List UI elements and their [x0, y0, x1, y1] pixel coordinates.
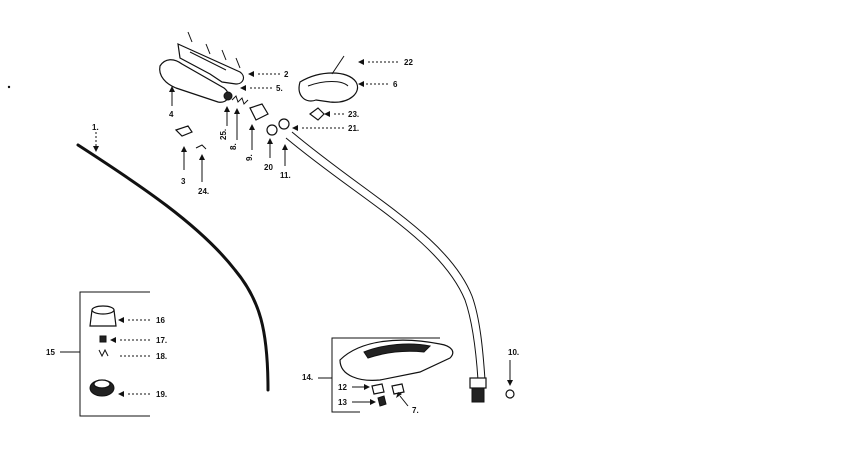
knob-part	[309, 107, 325, 121]
shaft-nut-part	[505, 389, 515, 399]
bolt-part	[331, 55, 345, 75]
spool-cap-part	[89, 305, 117, 327]
callout-21: 21.	[348, 124, 359, 133]
callout-22: 22	[404, 58, 413, 67]
guard-screw-part	[371, 383, 385, 395]
callout-1: 1.	[92, 123, 99, 132]
callout-labels: 1. 2 3 4 5. 6 7. 8. 9. 10. 11. 12 13 14.…	[46, 58, 519, 415]
trigger-part	[223, 91, 233, 101]
callout-19: 19.	[156, 390, 167, 399]
throttle-part	[249, 103, 269, 121]
callout-10: 10.	[508, 348, 519, 357]
spring-part	[231, 95, 249, 105]
spool-spring-part	[98, 348, 109, 358]
handle-screws	[187, 31, 241, 69]
shaft-tube-part	[285, 131, 486, 381]
assist-handle-part	[298, 72, 359, 103]
spool-part	[89, 379, 115, 397]
trimmer-head-bracket	[60, 291, 150, 417]
callout-17: 17.	[156, 336, 167, 345]
callout-15: 15	[46, 348, 55, 357]
gear-head-part	[469, 377, 487, 403]
callout-4: 4	[169, 110, 174, 119]
guard-nut-part	[377, 395, 387, 407]
callout-23: 23.	[348, 110, 359, 119]
wire-part	[195, 144, 207, 150]
callout-2: 2	[284, 70, 289, 79]
washer-part	[99, 335, 107, 343]
callout-24: 24.	[198, 187, 209, 196]
guard-bracket	[318, 337, 440, 413]
callout-9: 9.	[245, 154, 254, 161]
callout-11: 11.	[280, 171, 291, 180]
callout-18: 18.	[156, 352, 167, 361]
handle-housing-right-part	[177, 43, 245, 85]
guard-part	[339, 339, 454, 381]
callout-16: 16	[156, 316, 165, 325]
callout-13: 13	[338, 398, 347, 407]
callout-25: 25.	[219, 129, 228, 140]
switch-part	[174, 125, 193, 137]
callout-12: 12	[338, 383, 347, 392]
callout-14: 14.	[302, 373, 313, 382]
clamp-part	[266, 118, 290, 136]
leader-lines	[93, 59, 513, 407]
guard-bolt-part	[391, 383, 405, 395]
callout-20: 20	[264, 163, 273, 172]
callout-3: 3	[181, 177, 186, 186]
stray-dot	[7, 85, 11, 89]
callout-5: 5.	[276, 84, 283, 93]
drive-cable-part	[76, 143, 270, 392]
callout-7: 7.	[412, 406, 419, 415]
callout-8: 8.	[229, 143, 238, 150]
callout-6: 6	[393, 80, 398, 89]
